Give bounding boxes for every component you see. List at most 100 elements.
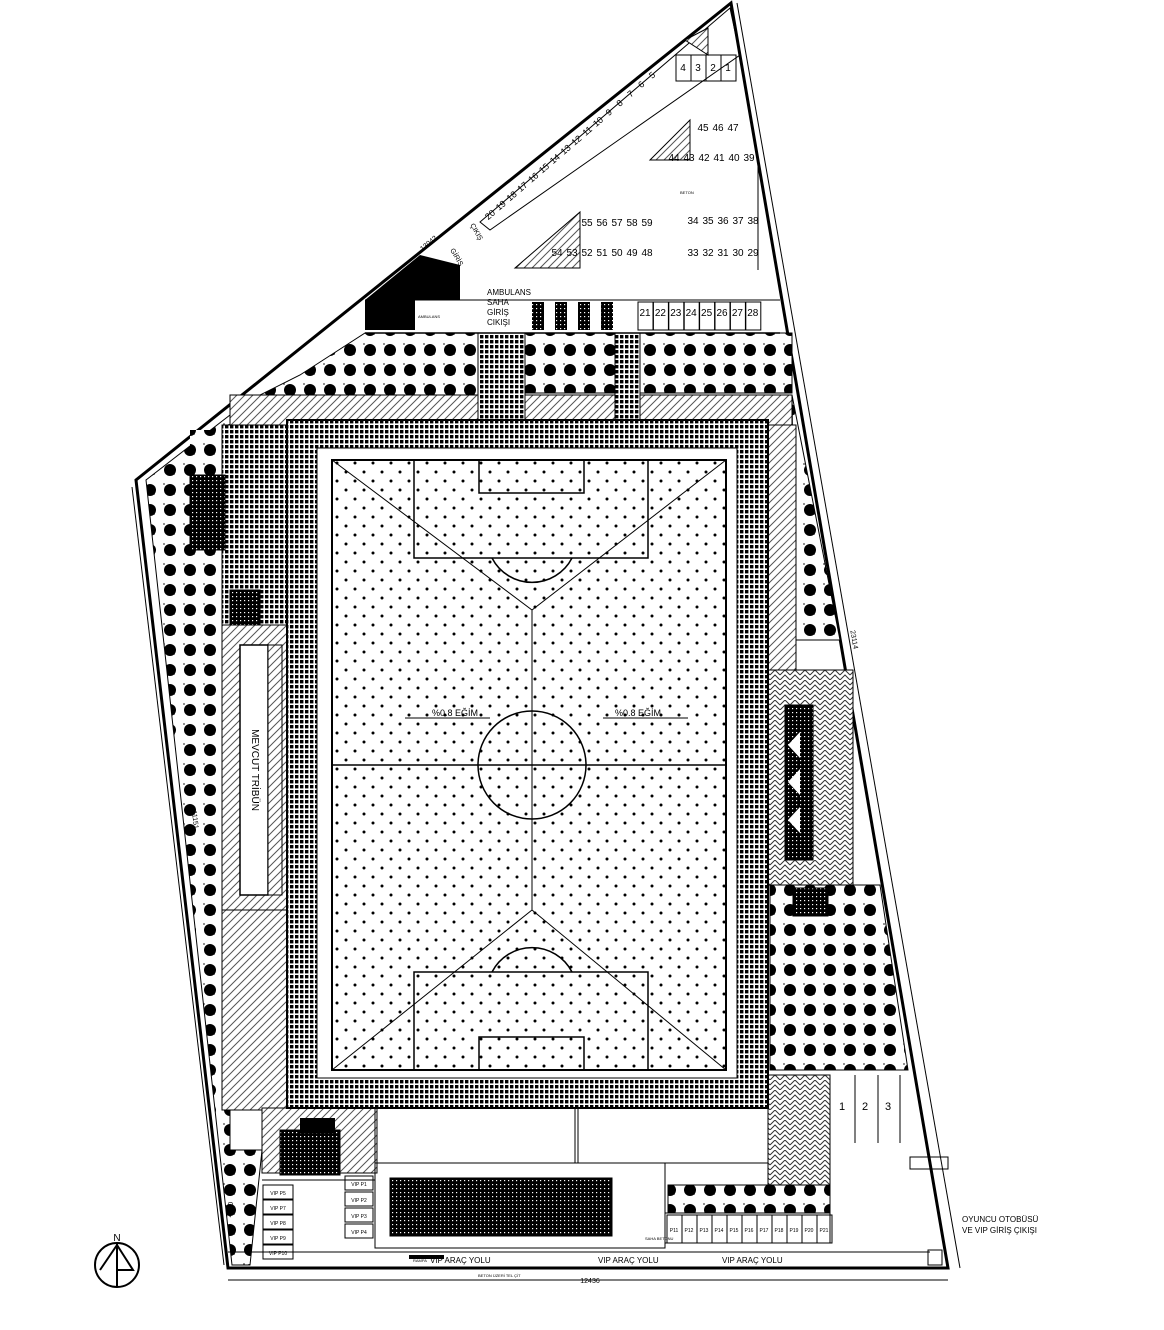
vip-road-3: VIP ARAÇ YOLU bbox=[722, 1256, 783, 1265]
parking-spot-21: 21 bbox=[639, 308, 651, 319]
dim-left: 11151 bbox=[190, 810, 199, 829]
park-alani-label: PARK ALANI bbox=[418, 294, 441, 299]
parking-spot-59: 59 bbox=[641, 218, 653, 229]
parking-spot-2: 2 bbox=[710, 63, 716, 74]
vip-right-spot: P16 bbox=[745, 1228, 754, 1234]
vip-right-spot: P12 bbox=[685, 1228, 694, 1234]
parking-spot-40: 40 bbox=[728, 153, 740, 164]
slope-label-right: %0.8 EĞİM bbox=[615, 708, 661, 718]
parking-bay-28 bbox=[745, 301, 762, 331]
parking-spot-56: 56 bbox=[596, 218, 608, 229]
vip-left-bay bbox=[262, 1229, 294, 1245]
vip-left-spot: VIP P7 bbox=[270, 1206, 286, 1212]
vip-right-spot: P17 bbox=[760, 1228, 769, 1234]
parking-spot-27: 27 bbox=[732, 308, 744, 319]
dim-bottom: 12436 bbox=[580, 1278, 600, 1285]
parking-spot-25: 25 bbox=[701, 308, 713, 319]
parking-spot-13: 13 bbox=[559, 143, 573, 157]
parking-spot-45: 45 bbox=[697, 123, 709, 134]
parking-spot-46: 46 bbox=[712, 123, 724, 134]
cikis-label: ÇIKIŞ bbox=[468, 223, 483, 243]
tribune: MEVCUT TRİBÜN bbox=[239, 644, 283, 896]
vip-left-spot: VIP P9 bbox=[270, 1236, 286, 1242]
parking-spot-18: 18 bbox=[505, 189, 519, 203]
parking-spot-39: 39 bbox=[743, 153, 755, 164]
vip-left-bay bbox=[262, 1244, 294, 1260]
vip-road-1: VIP ARAÇ YOLU bbox=[430, 1256, 491, 1265]
parking-spot-22: 22 bbox=[655, 308, 667, 319]
saha-betonu-label: SAHA BETONU bbox=[645, 1236, 673, 1241]
parking-spot-35: 35 bbox=[702, 216, 714, 227]
parking-spot-4: 4 bbox=[680, 63, 686, 74]
vip-left-spot: VIP P8 bbox=[270, 1221, 286, 1227]
bus-bay-1: 1 bbox=[839, 1101, 845, 1113]
parking-spot-52: 52 bbox=[581, 248, 593, 259]
parking-spot-33: 33 bbox=[687, 248, 699, 259]
bus-entry-line-1: OYUNCU OTOBÜSÜ bbox=[962, 1215, 1039, 1224]
parking-spot-19: 19 bbox=[494, 198, 508, 212]
parking-spot-30: 30 bbox=[732, 248, 744, 259]
parking-spot-47: 47 bbox=[727, 123, 739, 134]
bus-bay-3: 3 bbox=[885, 1101, 891, 1113]
parking-spot-23: 23 bbox=[670, 308, 682, 319]
parking-spot-49: 49 bbox=[626, 248, 638, 259]
vip-right-spot: P14 bbox=[715, 1228, 724, 1234]
parking-spot-58: 58 bbox=[626, 218, 638, 229]
site-boundary bbox=[134, 0, 950, 1270]
itfaiye-label: İTFAİYE bbox=[418, 288, 433, 293]
parking-spot-55: 55 bbox=[581, 218, 593, 229]
vip-right-spot: P15 bbox=[730, 1228, 739, 1234]
vip-mid-bay bbox=[344, 1223, 374, 1239]
parking-spot-29: 29 bbox=[747, 248, 759, 259]
vip-road-2: VIP ARAÇ YOLU bbox=[598, 1256, 659, 1265]
slope-label-left: %0.8 EĞİM bbox=[432, 708, 478, 718]
parking-spot-8: 8 bbox=[615, 98, 625, 109]
parking-lot: AMBULANS SAHA GİRİŞ CIKIŞI İTFAİYE PARK … bbox=[365, 7, 780, 334]
beton-uzeri-label: BETON ÜZERİ TEL ÇİT bbox=[478, 1273, 521, 1278]
ambulance-line-2: SAHA bbox=[487, 298, 509, 307]
disabled-spots bbox=[532, 302, 613, 330]
parking-spot-54: 54 bbox=[551, 248, 563, 259]
vip-left-spot: VIP P10 bbox=[269, 1251, 287, 1257]
parking-spot-48: 48 bbox=[641, 248, 653, 259]
vip-left-spot: VIP P5 bbox=[270, 1191, 286, 1197]
parking-spot-3: 3 bbox=[695, 63, 701, 74]
dim-right: 23114 bbox=[848, 630, 858, 650]
football-field: %0.8 EĞİM %0.8 EĞİM bbox=[286, 419, 769, 1109]
north-arrow: N bbox=[94, 1233, 140, 1288]
parking-spot-12: 12 bbox=[569, 133, 583, 147]
parking-spot-9: 9 bbox=[604, 107, 614, 118]
parking-spot-28: 28 bbox=[747, 308, 759, 319]
vip-right-spot: P13 bbox=[700, 1228, 709, 1234]
parking-spot-10: 10 bbox=[591, 115, 605, 129]
ambulans-park-label: AMBULANS bbox=[418, 314, 440, 319]
dimension-lines: 12436 11151 23114 13042 2650 bbox=[131, 2, 961, 1285]
bus-entry-line-2: VE VIP GİRİŞ ÇIKIŞI bbox=[962, 1226, 1037, 1235]
dim-top: 13042 bbox=[419, 235, 438, 253]
team-benches bbox=[784, 704, 829, 917]
bus-bay-2: 2 bbox=[862, 1101, 868, 1113]
parking-spot-24: 24 bbox=[686, 308, 698, 319]
parking-spot-44: 44 bbox=[668, 153, 680, 164]
parking-spot-14: 14 bbox=[548, 152, 562, 166]
tribune-label: MEVCUT TRİBÜN bbox=[249, 729, 262, 811]
parking-spot-50: 50 bbox=[611, 248, 623, 259]
parking-spot-42: 42 bbox=[698, 153, 710, 164]
parking-spot-41: 41 bbox=[713, 153, 725, 164]
vip-mid-bay bbox=[344, 1175, 374, 1191]
parking-spot-7: 7 bbox=[625, 88, 635, 99]
parking-spot-43: 43 bbox=[683, 153, 695, 164]
vip-right-spot: P20 bbox=[805, 1228, 814, 1234]
parking-spot-20: 20 bbox=[483, 208, 497, 222]
ambulance-line-1: AMBULANS bbox=[487, 288, 531, 297]
rampa-label: RAMPA bbox=[413, 1258, 427, 1263]
parking-spot-36: 36 bbox=[717, 216, 729, 227]
green-area bbox=[145, 332, 909, 1266]
parking-spot-31: 31 bbox=[717, 248, 729, 259]
vip-area: VIP ARAÇ YOLU VIP ARAÇ YOLU VIP ARAÇ YOL… bbox=[228, 1075, 1039, 1278]
parking-spot-51: 51 bbox=[596, 248, 608, 259]
parking-bay-1 bbox=[720, 54, 737, 82]
